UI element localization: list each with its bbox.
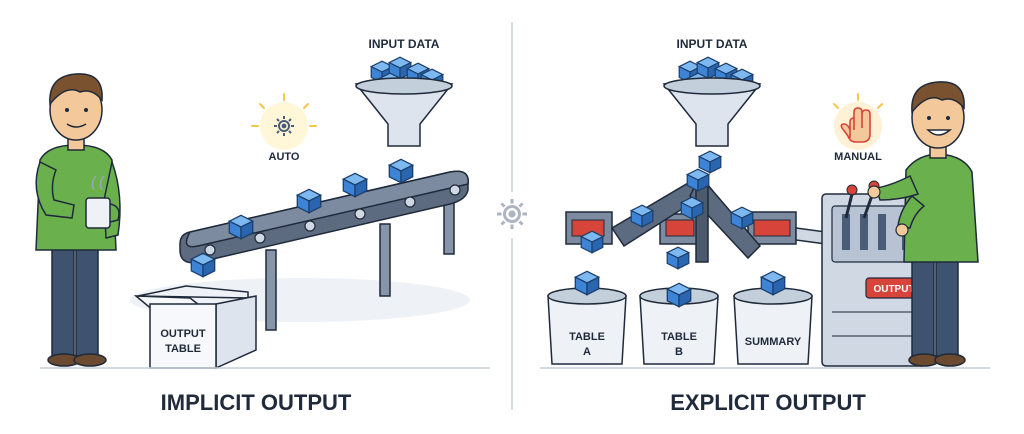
cardboard-box-icon: OUTPUT TABLE xyxy=(133,285,257,370)
bin-a-line1: TABLE xyxy=(569,331,605,343)
output-button-label: OUTPUT xyxy=(873,284,914,295)
bin-b-line1: TABLE xyxy=(661,331,697,343)
box-label-line2: TABLE xyxy=(165,343,201,355)
bin-table-a: TABLE A xyxy=(547,270,627,365)
right-funnel-icon xyxy=(662,56,762,147)
explicit-output-caption: EXPLICIT OUTPUT xyxy=(670,390,866,415)
right-input-label: INPUT DATA xyxy=(677,37,748,51)
bin-summary-label: SUMMARY xyxy=(745,336,802,348)
bin-summary: SUMMARY xyxy=(733,270,813,365)
splitting-conveyors xyxy=(565,150,827,270)
left-funnel-icon xyxy=(354,56,454,147)
conveyor-belt xyxy=(179,158,469,331)
bin-a-line2: A xyxy=(583,346,591,358)
left-input-label: INPUT DATA xyxy=(369,37,440,51)
auto-badge: AUTO xyxy=(251,93,317,163)
auto-label: AUTO xyxy=(269,151,300,163)
manual-label: MANUAL xyxy=(834,151,882,163)
person-with-mug-icon xyxy=(35,73,121,367)
person-operator-icon xyxy=(867,81,979,367)
left-panel: INPUT DATA AUTO xyxy=(35,37,490,415)
implicit-output-caption: IMPLICIT OUTPUT xyxy=(161,390,352,415)
gear-icon xyxy=(495,197,529,231)
right-panel: INPUT DATA xyxy=(540,37,990,415)
gear-icon xyxy=(273,115,295,137)
center-divider xyxy=(495,22,529,410)
manual-badge: MANUAL xyxy=(833,93,883,163)
hand-icon xyxy=(840,107,871,143)
box-label-line1: OUTPUT xyxy=(160,328,206,340)
bin-table-b: TABLE B xyxy=(639,282,719,365)
bin-b-line2: B xyxy=(675,346,683,358)
mug-icon xyxy=(85,197,111,229)
